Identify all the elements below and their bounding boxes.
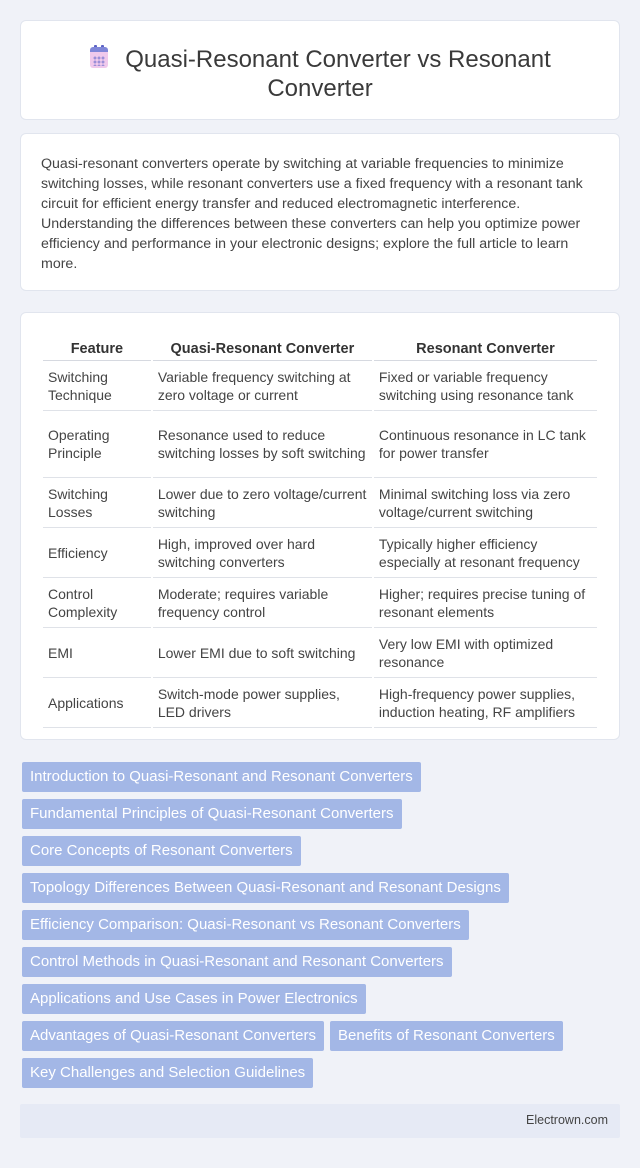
toc-link-efficiency-comparison[interactable]: Efficiency Comparison: Quasi-Resonant vs… xyxy=(22,910,469,940)
table-row: Operating Principle Resonance used to re… xyxy=(43,411,597,478)
title-card: Quasi-Resonant Converter vs Resonant Con… xyxy=(20,20,620,120)
table-cell: Lower due to zero voltage/current switch… xyxy=(152,478,372,528)
table-header-row: Feature Quasi-Resonant Converter Resonan… xyxy=(43,333,597,361)
table-row: Switching Losses Lower due to zero volta… xyxy=(43,478,597,528)
toc-link-fundamental-principles[interactable]: Fundamental Principles of Quasi-Resonant… xyxy=(22,799,402,829)
table-cell: Applications xyxy=(43,678,151,728)
toc-link-key-challenges[interactable]: Key Challenges and Selection Guidelines xyxy=(22,1058,314,1088)
table-cell: Efficiency xyxy=(43,528,151,578)
toc-link-benefits[interactable]: Benefits of Resonant Converters xyxy=(330,1021,563,1051)
table-cell: Control Complexity xyxy=(43,578,151,628)
table-row: Efficiency High, improved over hard swit… xyxy=(43,528,597,578)
toc-link-core-concepts[interactable]: Core Concepts of Resonant Converters xyxy=(22,836,301,866)
table-cell: Switch-mode power supplies, LED drivers xyxy=(152,678,372,728)
toc-link-advantages[interactable]: Advantages of Quasi-Resonant Converters xyxy=(22,1021,324,1051)
intro-card: Quasi-resonant converters operate by swi… xyxy=(20,133,620,291)
table-cell: Switching Losses xyxy=(43,478,151,528)
table-row: Applications Switch-mode power supplies,… xyxy=(43,678,597,728)
table-cell: Operating Principle xyxy=(43,411,151,478)
table-cell: Typically higher efficiency especially a… xyxy=(373,528,597,578)
table-cell: Lower EMI due to soft switching xyxy=(152,628,372,678)
table-row: Switching Technique Variable frequency s… xyxy=(43,361,597,411)
table-cell: Variable frequency switching at zero vol… xyxy=(152,361,372,411)
header-feature: Feature xyxy=(43,333,151,361)
table-cell: Fixed or variable frequency switching us… xyxy=(373,361,597,411)
page-title-wrap: Quasi-Resonant Converter vs Resonant Con… xyxy=(21,45,619,103)
intro-paragraph: Quasi-resonant converters operate by swi… xyxy=(41,156,583,272)
header-resonant: Resonant Converter xyxy=(373,333,597,361)
comparison-table: Feature Quasi-Resonant Converter Resonan… xyxy=(41,333,599,728)
toc-link-introduction[interactable]: Introduction to Quasi-Resonant and Reson… xyxy=(22,762,421,792)
table-row: EMI Lower EMI due to soft switching Very… xyxy=(43,628,597,678)
table-cell: High, improved over hard switching conve… xyxy=(152,528,372,578)
table-cell: Higher; requires precise tuning of reson… xyxy=(373,578,597,628)
table-row: Control Complexity Moderate; requires va… xyxy=(43,578,597,628)
toc-link-applications[interactable]: Applications and Use Cases in Power Elec… xyxy=(22,984,366,1014)
table-cell: Minimal switching loss via zero voltage/… xyxy=(373,478,597,528)
calendar-icon xyxy=(89,45,109,69)
header-quasi-resonant: Quasi-Resonant Converter xyxy=(152,333,372,361)
toc-link-topology-differences[interactable]: Topology Differences Between Quasi-Reson… xyxy=(22,873,509,903)
table-of-contents: Introduction to Quasi-Resonant and Reson… xyxy=(22,762,620,1095)
table-cell: Switching Technique xyxy=(43,361,151,411)
table-cell: Very low EMI with optimized resonance xyxy=(373,628,597,678)
comparison-table-card: Feature Quasi-Resonant Converter Resonan… xyxy=(20,312,620,740)
table-cell: Moderate; requires variable frequency co… xyxy=(152,578,372,628)
page-title: Quasi-Resonant Converter vs Resonant Con… xyxy=(125,46,551,102)
footer-site-name: Electrown.com xyxy=(526,1113,608,1127)
table-cell: Resonance used to reduce switching losse… xyxy=(152,411,372,478)
table-cell: Continuous resonance in LC tank for powe… xyxy=(373,411,597,478)
footer: Electrown.com xyxy=(20,1104,620,1138)
toc-link-control-methods[interactable]: Control Methods in Quasi-Resonant and Re… xyxy=(22,947,452,977)
table-cell: High-frequency power supplies, induction… xyxy=(373,678,597,728)
table-cell: EMI xyxy=(43,628,151,678)
